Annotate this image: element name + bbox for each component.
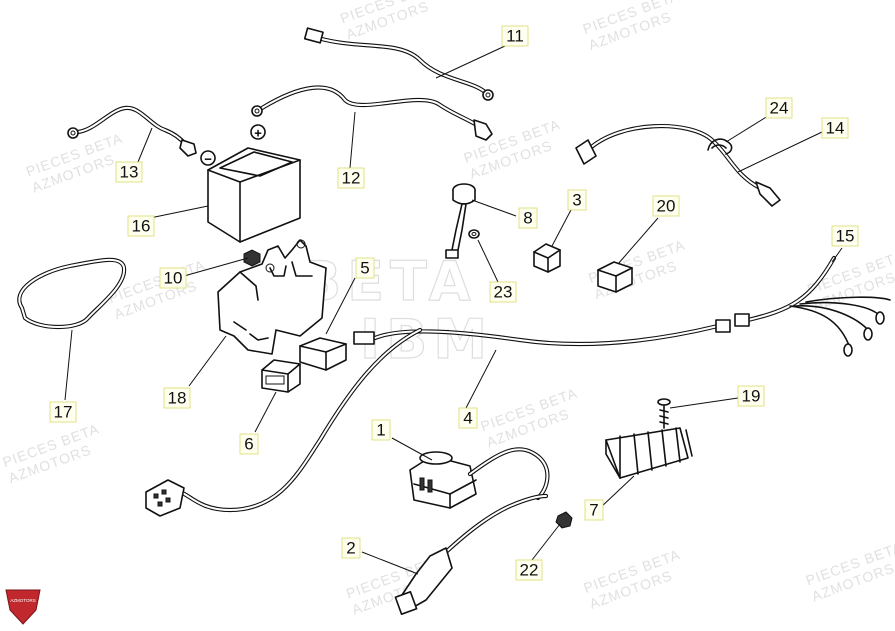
callout-4-text: 4 [463, 409, 472, 428]
callout-18: 18 [163, 387, 191, 409]
callout-13: 13 [115, 161, 143, 183]
callout-6-text: 6 [244, 435, 253, 454]
callout-17: 17 [49, 401, 77, 423]
callout-22-text: 22 [520, 561, 539, 580]
part-5-block [299, 337, 347, 371]
callout-12: 12 [337, 167, 365, 189]
callout-23-text: 23 [494, 283, 513, 302]
watermark-layer: PIECES BETA AZMOTORS PIECES BETA AZMOTOR… [0, 0, 895, 618]
callout-19: 19 [737, 385, 765, 407]
part-12-cable [251, 85, 493, 141]
part-11-cable [303, 27, 494, 101]
callout-3: 3 [567, 189, 587, 211]
callout-12-text: 12 [342, 169, 361, 188]
svg-text:−: − [204, 152, 212, 167]
callout-13-text: 13 [120, 163, 139, 182]
callout-5-text: 5 [360, 259, 369, 278]
callout-17-text: 17 [54, 403, 73, 422]
callout-18-text: 18 [168, 389, 187, 408]
callout-5: 5 [355, 257, 375, 279]
svg-text:+: + [254, 126, 262, 141]
azmotors-logo: AZMOTORS [5, 589, 41, 625]
part-17-loop [17, 257, 127, 329]
callout-15-text: 15 [836, 227, 855, 246]
callout-11: 11 [501, 25, 529, 47]
part-13-cable [67, 105, 197, 157]
leader-lines [64, 45, 843, 575]
callout-1-text: 1 [376, 421, 385, 440]
part-24-clip [707, 138, 733, 155]
callout-8: 8 [518, 207, 538, 229]
callout-1: 1 [371, 419, 391, 441]
callout-22: 22 [515, 559, 543, 581]
ghost-watermark-graphic: BETA [300, 250, 476, 313]
callout-24: 24 [765, 97, 793, 119]
callout-7-text: 7 [589, 501, 598, 520]
callout-10: 10 [159, 267, 187, 289]
callout-4: 4 [458, 407, 478, 429]
part-23-washer [468, 229, 480, 239]
part-8-sensor [445, 183, 476, 259]
callout-2: 2 [341, 537, 361, 559]
part-14-cable [575, 124, 781, 207]
callout-14-text: 14 [826, 119, 845, 138]
callout-8-text: 8 [523, 209, 532, 228]
callout-6: 6 [239, 433, 259, 455]
part-6-relay [261, 359, 301, 393]
part-16-battery: − + [200, 124, 301, 243]
part-18-bracket [217, 239, 327, 355]
callout-7: 7 [584, 499, 604, 521]
part-3-switch [533, 243, 561, 273]
callout-20: 20 [652, 195, 680, 217]
part-15-harness [734, 255, 891, 357]
part-20-relay [597, 261, 633, 293]
callout-23: 23 [489, 281, 517, 303]
callout-11-text: 11 [506, 27, 524, 46]
callout-20-text: 20 [657, 197, 676, 216]
callout-14: 14 [821, 117, 849, 139]
part-10-nut [243, 249, 261, 267]
part-4-harness [145, 319, 731, 517]
logo-text: AZMOTORS [10, 598, 35, 603]
callout-16: 16 [127, 215, 155, 237]
callout-24-text: 24 [770, 99, 789, 118]
callout-16-text: 16 [132, 217, 151, 236]
callout-10-text: 10 [164, 269, 183, 288]
part-2-plug-cap [394, 493, 549, 615]
part-1-coil [409, 447, 550, 509]
callout-15: 15 [831, 225, 859, 247]
callout-19-text: 19 [742, 387, 761, 406]
part-19-screw [657, 398, 671, 429]
callout-3-text: 3 [572, 191, 581, 210]
part-7-regulator [605, 427, 693, 479]
callout-2-text: 2 [346, 539, 355, 558]
